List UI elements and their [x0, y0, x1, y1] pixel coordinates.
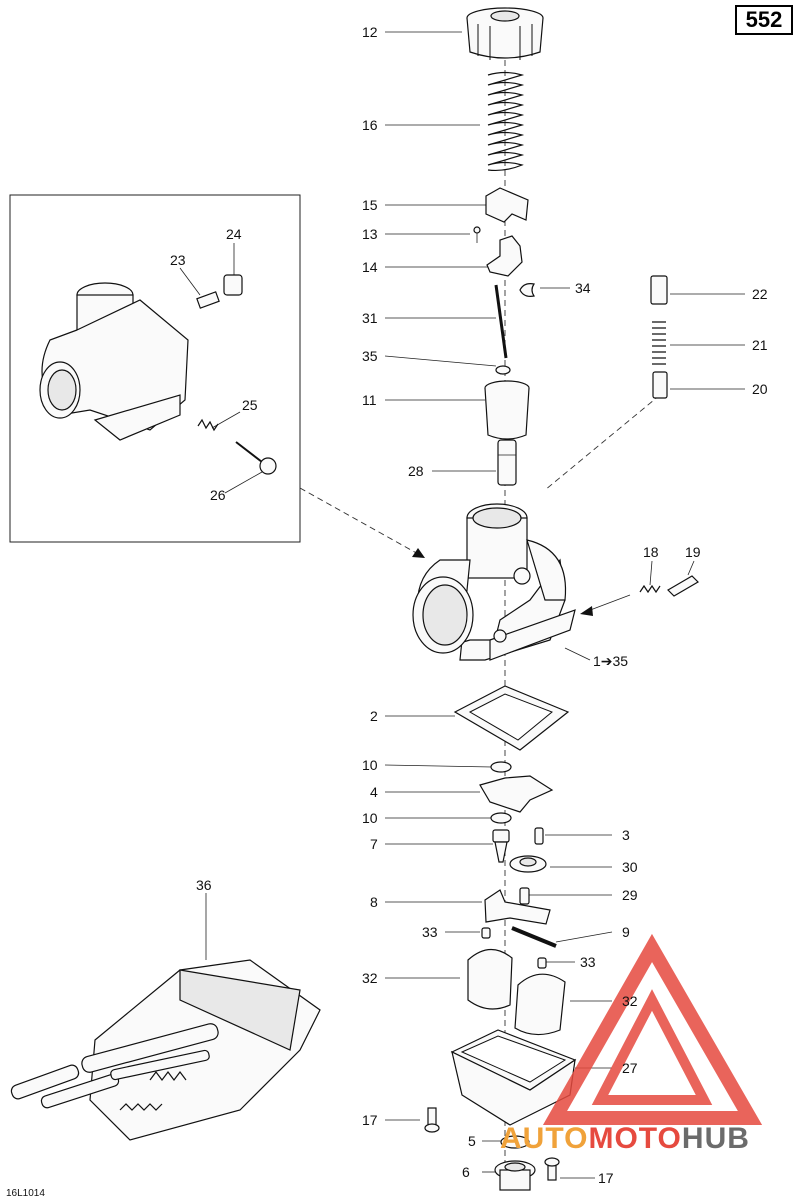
- callout-10b: 10: [362, 810, 378, 826]
- watermark-logo: [542, 933, 763, 1125]
- callout-36: 36: [196, 877, 212, 893]
- figure-code: 16L1014: [6, 1188, 45, 1199]
- callout-19: 19: [685, 544, 701, 560]
- part-float: [514, 973, 566, 1036]
- callout-28: 28: [408, 463, 424, 479]
- callout-22: 22: [752, 286, 768, 302]
- part-main-jet: [492, 829, 510, 863]
- inset-part-24: [223, 274, 243, 296]
- callout-23: 23: [170, 252, 186, 268]
- callout-3: 3: [622, 827, 630, 843]
- part-needle-jet: [497, 439, 517, 486]
- part-float-pin: [511, 926, 557, 948]
- inset-part-23: [196, 291, 220, 309]
- callout-10a: 10: [362, 757, 378, 773]
- callout-17a: 17: [362, 1112, 378, 1128]
- part-o-ring: [490, 812, 512, 824]
- part-bowl-screw: [544, 1157, 560, 1181]
- callout-32b: 32: [622, 993, 638, 1009]
- part-tool-kit: [10, 959, 321, 1141]
- callout-31: 31: [362, 310, 378, 326]
- callout-16: 16: [362, 117, 378, 133]
- part-e-clip: [519, 283, 535, 297]
- callout-27: 27: [622, 1060, 638, 1076]
- callout-33a: 33: [422, 924, 438, 940]
- part-adjuster-stack: [650, 275, 668, 399]
- part-needle-valve: [519, 887, 530, 905]
- watermark-brand: AUTOMOTOHUB: [500, 1122, 750, 1156]
- part-needle: [494, 284, 508, 359]
- callout-1-35: 1➔35: [593, 653, 628, 669]
- part-pilot-screw: [639, 575, 699, 597]
- inset-part-26: [235, 441, 277, 475]
- callout-13: 13: [362, 226, 378, 242]
- part-plate: [486, 235, 523, 277]
- callout-33b: 33: [580, 954, 596, 970]
- part-float-valve: [509, 855, 547, 873]
- part-carburetor-body: [412, 503, 576, 661]
- part-washer: [495, 365, 511, 375]
- part-needle-clip: [485, 187, 529, 223]
- callout-17b: 17: [598, 1170, 614, 1186]
- page-number: 552: [735, 5, 793, 35]
- callout-24: 24: [226, 226, 242, 242]
- part-plug-o-ring: [500, 1135, 530, 1149]
- part-drain-plug: [494, 1160, 536, 1191]
- part-cap: [466, 7, 544, 60]
- part-slide: [484, 380, 530, 440]
- callout-4: 4: [370, 784, 378, 800]
- callout-labels: 12 16 15 13 14 34 31 22 35 21 11 20 28 2…: [170, 24, 768, 1186]
- callout-32a: 32: [362, 970, 378, 986]
- callout-12: 12: [362, 24, 378, 40]
- callout-2: 2: [370, 708, 378, 724]
- part-o-ring: [490, 761, 512, 773]
- part-float: [467, 948, 513, 1010]
- callout-7: 7: [370, 836, 378, 852]
- callout-18: 18: [643, 544, 659, 560]
- part-float-arm: [484, 889, 551, 925]
- callout-25: 25: [242, 397, 258, 413]
- callout-20: 20: [752, 381, 768, 397]
- watermark-hub: HUB: [681, 1122, 750, 1155]
- part-float-pin-cap: [537, 957, 547, 969]
- callout-30: 30: [622, 859, 638, 875]
- watermark-moto: MOTO: [588, 1122, 682, 1155]
- part-float-bowl: [450, 1029, 577, 1126]
- callout-5: 5: [468, 1133, 476, 1149]
- leader-lines: [179, 31, 745, 1179]
- callout-15: 15: [362, 197, 378, 213]
- callout-11: 11: [362, 392, 377, 408]
- callout-6: 6: [462, 1164, 470, 1180]
- callout-35: 35: [362, 348, 378, 364]
- inset-carburetor: [39, 282, 189, 441]
- inset-frame: [9, 194, 301, 543]
- callout-14: 14: [362, 259, 378, 275]
- callout-8: 8: [370, 894, 378, 910]
- callout-34: 34: [575, 280, 591, 296]
- callout-9: 9: [622, 924, 630, 940]
- inset-part-25: [197, 418, 219, 432]
- part-baffle-plate: [479, 775, 554, 813]
- part-screw-13: [473, 226, 481, 243]
- part-float-pin-cap: [481, 927, 491, 939]
- part-spring: [487, 71, 525, 172]
- part-bowl-screw: [424, 1107, 440, 1133]
- watermark-auto: AUTO: [500, 1122, 589, 1155]
- callout-21: 21: [752, 337, 768, 353]
- callout-29: 29: [622, 887, 638, 903]
- part-pilot-jet: [534, 827, 544, 845]
- callout-26: 26: [210, 487, 226, 503]
